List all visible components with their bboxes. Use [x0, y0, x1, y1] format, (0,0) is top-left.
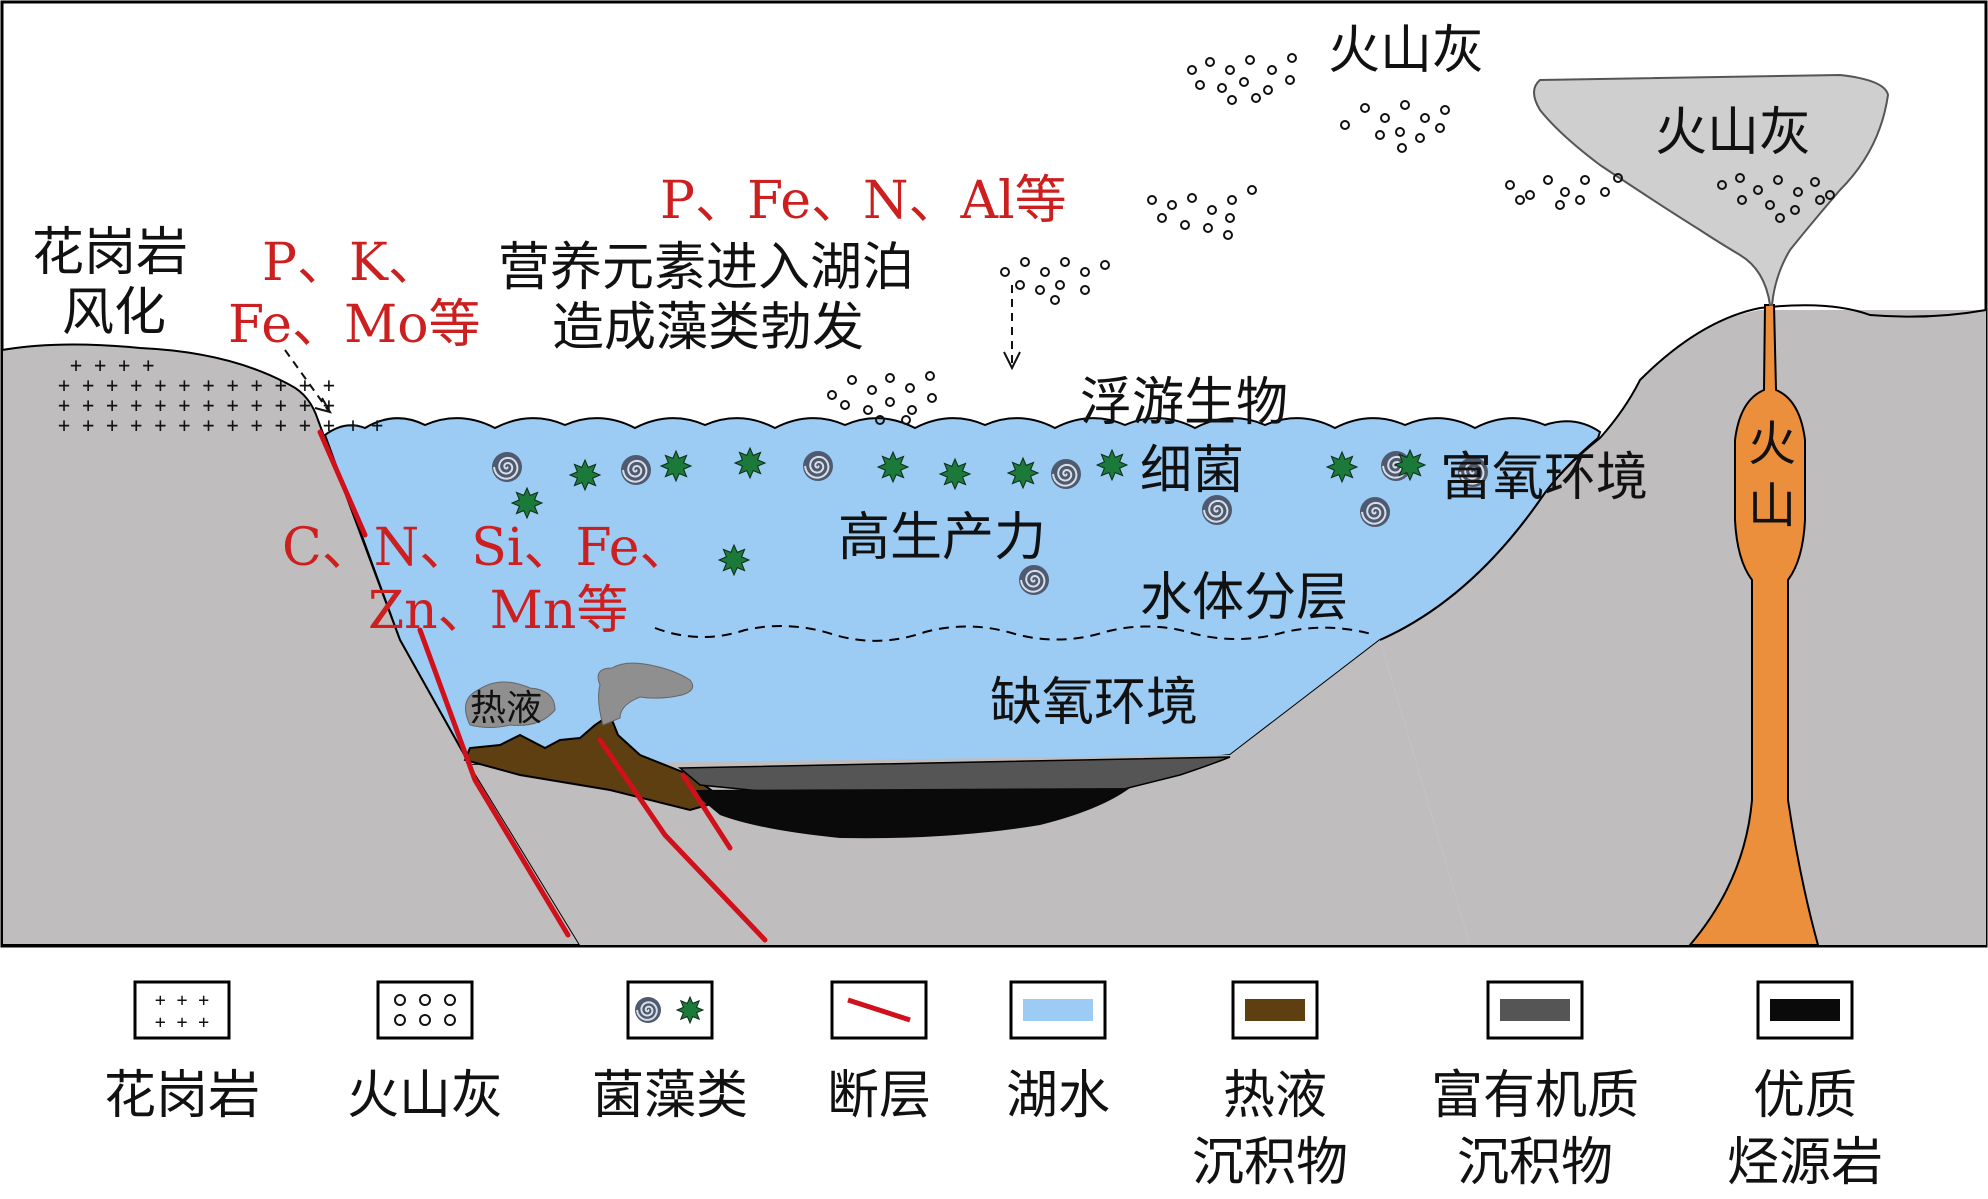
algae-star-10	[717, 543, 751, 577]
legend-algae-star	[675, 995, 705, 1025]
svg-text:+ + + +: + + + +	[70, 353, 154, 377]
legend-item-organic-sediment: 富有机质 沉积物	[1431, 980, 1639, 1193]
algae-star-6	[1095, 448, 1129, 482]
svg-text:+ + +: + + +	[155, 990, 209, 1011]
granite-weathering-label-1: 花岗岩	[32, 223, 188, 283]
left-mountain	[1, 343, 582, 946]
right-mountain-outline	[1379, 304, 1987, 641]
legend-item-fault: 断层	[827, 980, 931, 1126]
algae-star-4	[938, 457, 972, 491]
algae-star-5	[1006, 456, 1040, 490]
hydrothermal-label: 热液	[470, 688, 542, 729]
bacteria-swirl-0	[493, 456, 519, 480]
legend-item-algae: 菌藻类	[592, 980, 748, 1126]
legend-label-ash: 火山灰	[347, 1066, 503, 1126]
legend-label-organic-sediment-2: 沉积物	[1457, 1133, 1613, 1193]
stratification-line	[654, 625, 1376, 642]
fault-line-1	[317, 429, 368, 538]
volcanic-ash-sky-label: 火山灰	[1328, 21, 1484, 81]
source-rock-layer	[690, 788, 1130, 839]
algae-star-2	[733, 446, 767, 480]
bacteria-swirl-b1	[1361, 501, 1387, 525]
legend-label-source-rock-1: 优质	[1753, 1066, 1857, 1126]
hydrothermal-plume-left	[465, 681, 556, 728]
legend-item-granite: + + + + + + 花岗岩	[104, 980, 260, 1126]
legend-label-source-rock-2: 烃源岩	[1727, 1133, 1883, 1193]
legend-label-hydro-sediment-2: 沉积物	[1192, 1133, 1348, 1193]
bacteria-label: 细菌	[1140, 441, 1244, 501]
svg-text:+ + + + + + + + + + + +: + + + + + + + + + + + +	[58, 373, 335, 397]
legend-item-hydro-sediment: 热液 沉积物	[1192, 980, 1348, 1193]
svg-text:+ + + + + + + + + + + +: + + + + + + + + + + + +	[58, 393, 335, 417]
algae-star-0	[568, 458, 602, 492]
fault-line-4	[680, 772, 733, 851]
svg-text:+ + + + + + + + + + + + + +: + + + + + + + + + + + + + +	[58, 413, 383, 437]
bacteria-swirl-3	[1052, 463, 1078, 487]
legend-item-lake: 湖水	[1006, 980, 1110, 1126]
legend-bacteria-swirl	[636, 1001, 658, 1021]
nutrients-label-2: 造成藻类勃发	[552, 298, 864, 358]
legend-label-organic-sediment-1: 富有机质	[1431, 1066, 1639, 1126]
nutrients-label-1: 营养元素进入湖泊	[498, 238, 914, 298]
volcano-label-1: 火	[1748, 416, 1796, 472]
bacteria-swirl-5	[1459, 461, 1485, 485]
legend-label-fault: 断层	[827, 1066, 931, 1126]
volcanic-ash-plume-label: 火山灰	[1655, 103, 1811, 163]
arrow-granite-to-lake	[284, 349, 329, 411]
hydrothermal-plume-right	[597, 662, 694, 726]
algae-star-8	[1393, 448, 1427, 482]
volcanic-ash-particles	[827, 53, 1835, 425]
granite-elements-label-1: P、K、	[262, 233, 440, 293]
legend-label-granite: 花岗岩	[104, 1066, 260, 1126]
granite-marks: + + + + + + + + + + + + + + + + + + + + …	[58, 353, 383, 437]
legend: + + + + + + 花岗岩 火山灰 菌藻类 断层 湖水	[104, 980, 1883, 1193]
algae-star-7	[1325, 450, 1359, 484]
faults	[317, 429, 768, 943]
algae-star-3	[876, 450, 910, 484]
high-productivity-label: 高生产力	[838, 508, 1046, 568]
legend-item-ash: 火山灰	[347, 980, 503, 1126]
volcano-conduit	[1687, 304, 1820, 946]
oxic-environment-label: 富氧环境	[1440, 448, 1648, 508]
fault-line-2	[417, 627, 571, 938]
granite-elements-label-2: Fe、Mo等	[228, 295, 481, 355]
bacteria-swirl-2	[804, 455, 830, 479]
water-stratification-label: 水体分层	[1140, 568, 1348, 628]
bacteria-swirl-b2	[1020, 569, 1046, 593]
arrows	[284, 285, 1021, 414]
ash-elements-label: P、Fe、N、Al等	[660, 171, 1067, 231]
organisms	[492, 446, 1488, 595]
legend-label-lake: 湖水	[1006, 1066, 1110, 1126]
algae-star-1	[659, 449, 693, 483]
volcanic-ash-plume	[1533, 73, 1890, 306]
legend-item-source-rock: 优质 烃源岩	[1727, 980, 1883, 1193]
bacteria-swirl-1	[622, 459, 648, 483]
bacteria-swirl-b0	[1203, 499, 1229, 523]
svg-text:+ + +: + + +	[155, 1012, 209, 1033]
algae-star-9	[510, 486, 544, 520]
granite-weathering-label-2: 风化	[62, 283, 166, 343]
right-mountain	[1380, 310, 1986, 945]
fault-elements-label-1: C、N、Si、Fe、	[282, 518, 692, 578]
volcano-label-2: 山	[1748, 478, 1796, 534]
fault-elements-label-2: Zn、Mn等	[368, 581, 628, 641]
legend-label-algae: 菌藻类	[592, 1066, 748, 1126]
plankton-label: 浮游生物	[1080, 373, 1288, 433]
anoxic-environment-label: 缺氧环境	[990, 673, 1198, 733]
legend-label-hydro-sediment-1: 热液	[1223, 1066, 1327, 1126]
fault-line-3	[597, 737, 768, 943]
